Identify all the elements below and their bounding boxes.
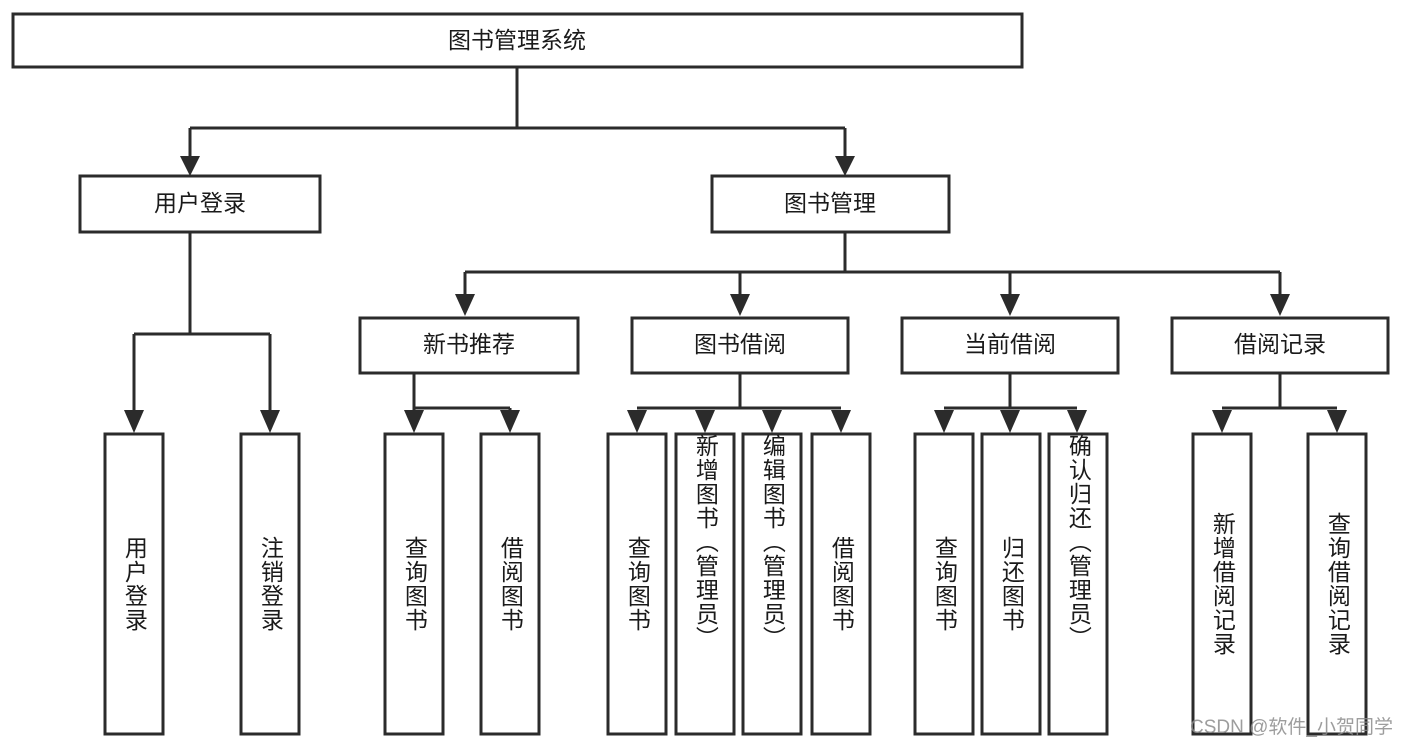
leaf-node-edit-book-admin[interactable] bbox=[741, 432, 803, 736]
csdn-watermark: CSDN @软件_小贺同学 bbox=[1190, 717, 1393, 738]
leaf-node-return-book[interactable] bbox=[980, 432, 1042, 736]
leaf-node-add-borrow-record[interactable] bbox=[1191, 432, 1253, 736]
connector-borrow-to-leaves bbox=[627, 373, 851, 433]
node-new-book-recommend[interactable]: 新书推荐 bbox=[358, 316, 580, 375]
node-book-borrow[interactable]: 图书借阅 bbox=[630, 316, 850, 375]
leaf-node-add-book-admin[interactable] bbox=[674, 432, 736, 736]
leaf-node-logout[interactable] bbox=[239, 432, 301, 736]
connector-current-to-leaves bbox=[934, 373, 1087, 433]
connector-root-to-level2 bbox=[180, 67, 855, 176]
node-root-label: 图书管理系统 bbox=[448, 27, 586, 53]
node-book-management-label: 图书管理 bbox=[784, 190, 876, 216]
node-current-borrow[interactable]: 当前借阅 bbox=[900, 316, 1120, 375]
node-book-borrow-label: 图书借阅 bbox=[694, 331, 786, 357]
leaf-node-query-book-1[interactable] bbox=[383, 432, 445, 736]
node-user-login[interactable]: 用户登录 bbox=[78, 174, 322, 234]
connector-newbook-to-leaves bbox=[404, 373, 520, 433]
leaf-node-borrow-book-1[interactable] bbox=[479, 432, 541, 736]
leaf-node-query-book-2[interactable] bbox=[606, 432, 668, 736]
connector-bookmgmt-to-level3 bbox=[455, 232, 1290, 316]
node-borrow-record-label: 借阅记录 bbox=[1234, 331, 1326, 357]
connector-record-to-leaves bbox=[1212, 373, 1347, 433]
leaf-node-confirm-return-admin[interactable] bbox=[1047, 432, 1109, 736]
node-root[interactable]: 图书管理系统 bbox=[11, 12, 1024, 69]
node-book-management[interactable]: 图书管理 bbox=[710, 174, 951, 234]
node-current-borrow-label: 当前借阅 bbox=[964, 331, 1056, 357]
node-user-login-label: 用户登录 bbox=[154, 190, 246, 216]
leaf-node-query-borrow-record[interactable] bbox=[1306, 432, 1368, 736]
leaf-node-query-book-3[interactable] bbox=[913, 432, 975, 736]
node-borrow-record[interactable]: 借阅记录 bbox=[1170, 316, 1390, 375]
leaf-node-user-login[interactable] bbox=[103, 432, 165, 736]
node-new-book-recommend-label: 新书推荐 bbox=[423, 331, 515, 357]
leaf-node-borrow-book-2[interactable] bbox=[810, 432, 872, 736]
connector-userlogin-to-leaves bbox=[124, 232, 280, 433]
